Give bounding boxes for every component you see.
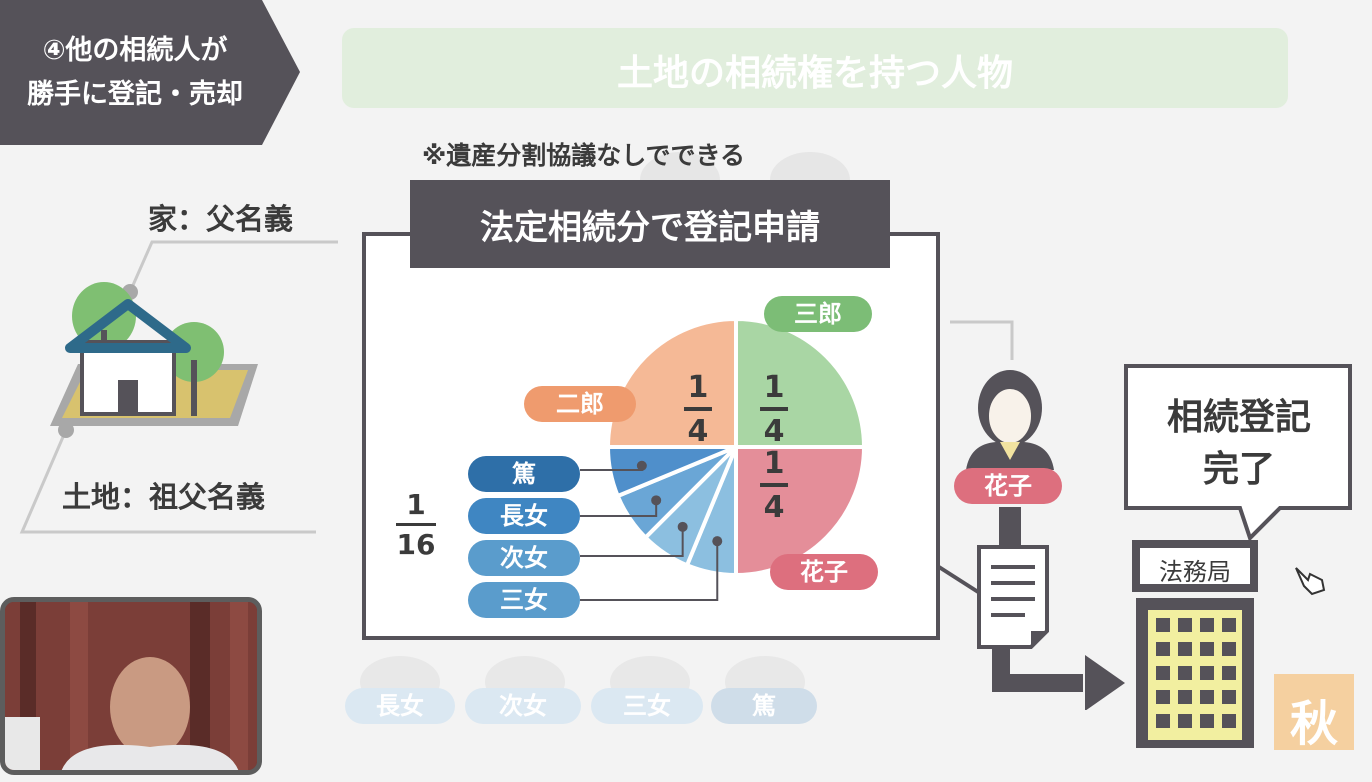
box-title: 法定相続分で登記申請	[480, 208, 820, 248]
faded-heir-tag: 三女	[591, 688, 703, 724]
fraction-denominator: 4	[688, 414, 709, 449]
building-window	[1200, 618, 1214, 632]
building-window	[1178, 714, 1192, 728]
leader-dot	[636, 460, 647, 471]
leader-line	[580, 500, 658, 517]
fraction-numerator: 1	[406, 488, 426, 521]
building-window	[1200, 666, 1214, 680]
pie-slice-2	[734, 445, 867, 578]
fraction-denominator: 4	[764, 414, 785, 449]
house-label: 家：父名義	[148, 202, 294, 236]
chapter-label-line2: 勝手に登記・売却	[27, 79, 243, 110]
fraction-denominator: 16	[396, 528, 436, 561]
pie-slice-1	[734, 316, 867, 449]
registry-office-label: 法務局	[1159, 558, 1231, 586]
fraction-numerator: 1	[764, 446, 785, 481]
building-window	[1156, 642, 1170, 656]
hanako-person-tag: 花子	[954, 468, 1062, 504]
speech-line1: 相続登記	[1166, 397, 1311, 438]
building-window	[1222, 714, 1236, 728]
watermark-char: 秋	[1289, 696, 1338, 752]
slice-tag-jijo: 次女	[468, 540, 580, 576]
faded-heir-tag: 次女	[465, 688, 581, 724]
slice-tag-sanjo: 三女	[468, 582, 580, 618]
leader-dot	[712, 536, 723, 547]
property-illustration	[19, 240, 338, 534]
pie-fraction-label: 14	[683, 370, 712, 449]
faded-heir-tag: 篤	[711, 688, 817, 724]
box-title-bar	[410, 180, 890, 268]
leader-line	[580, 541, 719, 601]
slice-tag-saburo: 三郎	[764, 296, 872, 332]
pie-fraction-label: 14	[760, 370, 789, 449]
pie-slice-7	[605, 316, 738, 449]
faded-heir-tag: 長女	[345, 688, 455, 724]
slice-tag-chojo: 長女	[468, 498, 580, 534]
faded-people-top	[640, 152, 850, 185]
document-flow	[937, 507, 1125, 710]
leader-line	[580, 526, 684, 557]
chapter-label-shape	[0, 0, 300, 145]
leader-dot	[677, 521, 688, 532]
land-label: 土地：祖父名義	[62, 480, 266, 514]
building-window	[1222, 642, 1236, 656]
fraction-numerator: 1	[688, 370, 709, 405]
pie-fraction-label: 14	[760, 446, 789, 525]
chapter-label-line1: ④他の相続人が	[42, 35, 228, 66]
building-window	[1200, 642, 1214, 656]
building-window	[1156, 714, 1170, 728]
note-text: ※遺産分割協議なしでできる	[422, 141, 746, 170]
slice-tag-hanako: 花子	[770, 554, 878, 590]
watermark-badge	[1274, 674, 1354, 750]
building-window	[1222, 618, 1236, 632]
building-window	[1178, 642, 1192, 656]
faded-heirs: 長女 次女 三女 篤	[345, 640, 825, 725]
building-window	[1178, 618, 1192, 632]
registry-building-icon	[1132, 540, 1258, 748]
building-window	[1178, 666, 1192, 680]
fraction-numerator: 1	[764, 370, 785, 405]
slice-tag-jiro: 二郎	[524, 386, 636, 422]
banner	[342, 28, 1288, 108]
hanako-person-icon	[950, 320, 1054, 470]
hand-pointer-icon	[1295, 567, 1326, 596]
speech-line2: 完了	[1202, 449, 1275, 490]
banner-title: 土地の相続権を持つ人物	[616, 53, 1013, 94]
webcam-video	[0, 597, 262, 775]
building-window	[1156, 666, 1170, 680]
building-window	[1200, 690, 1214, 704]
building-window	[1222, 666, 1236, 680]
slice-tag-atsushi: 篤	[468, 456, 580, 492]
speech-bubble	[1124, 364, 1352, 542]
building-window	[1156, 618, 1170, 632]
building-window	[1156, 690, 1170, 704]
fraction-denominator: 4	[764, 490, 785, 525]
leader-dot	[651, 495, 662, 506]
building-window	[1222, 690, 1236, 704]
building-window	[1200, 714, 1214, 728]
building-window	[1178, 690, 1192, 704]
fraction-sixteenth: 1 16	[392, 488, 440, 561]
